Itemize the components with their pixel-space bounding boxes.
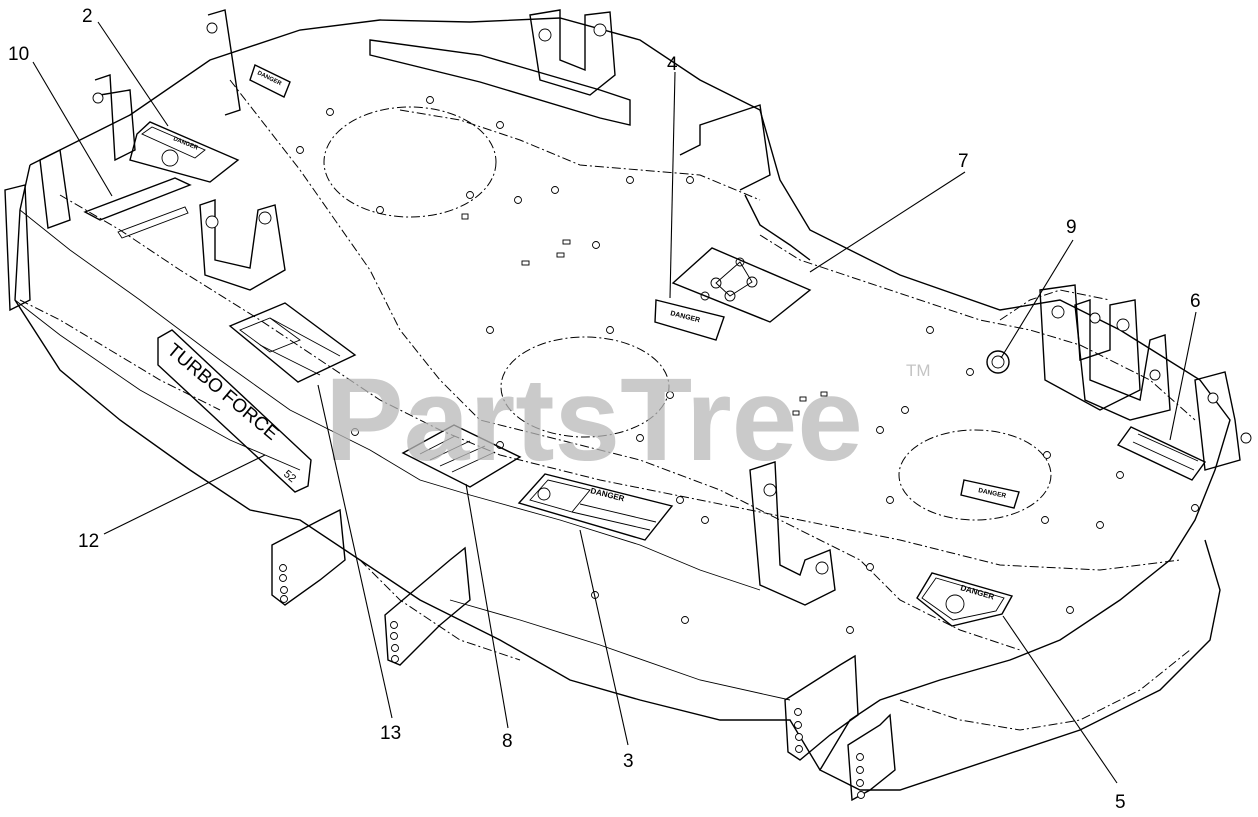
- leader-6: [1169, 311, 1197, 441]
- deck-housing: [14, 17, 1231, 791]
- partstree-watermark: PartsTree TM: [325, 354, 931, 486]
- leader-13: [317, 384, 393, 719]
- callout-9: 9: [1066, 217, 1077, 238]
- leader-lines: [32, 21, 1197, 784]
- decal-4-text: DANGER: [670, 310, 701, 324]
- leader-2: [97, 21, 169, 127]
- leader-12: [103, 454, 266, 535]
- callout-6: 6: [1190, 291, 1201, 312]
- leader-9: [1000, 239, 1074, 359]
- mounting-holes: [296, 96, 1199, 634]
- callout-3: 3: [623, 751, 634, 772]
- callout-numbers: 2 10 4 7 9 6 12 13 8 3 5: [8, 6, 1201, 813]
- callout-12: 12: [78, 531, 99, 552]
- callout-5: 5: [1115, 792, 1126, 813]
- leader-3: [579, 529, 629, 746]
- watermark-trademark: TM: [906, 361, 931, 380]
- decal-3-text: DANGER: [590, 486, 626, 503]
- callout-13: 13: [380, 723, 401, 744]
- leader-5: [1002, 615, 1118, 784]
- callout-8: 8: [502, 731, 513, 752]
- brand-plate-size: 52: [281, 468, 298, 485]
- callout-10: 10: [8, 44, 29, 65]
- leader-8: [465, 483, 509, 729]
- callout-4: 4: [667, 54, 678, 75]
- callout-7: 7: [958, 151, 969, 172]
- mounting-brackets: [4, 9, 1252, 606]
- decals: DANGER DANGER DANGER DANGER: [83, 64, 1207, 627]
- brand-plate-text: TURBO FORCE: [163, 340, 282, 445]
- leader-10: [32, 61, 113, 197]
- leader-4: [669, 71, 676, 299]
- deck-slots: [461, 213, 828, 416]
- leader-7: [809, 171, 966, 273]
- roller-arms: [271, 508, 896, 802]
- watermark-brand: PartsTree: [325, 354, 863, 486]
- callout-2: 2: [82, 6, 93, 27]
